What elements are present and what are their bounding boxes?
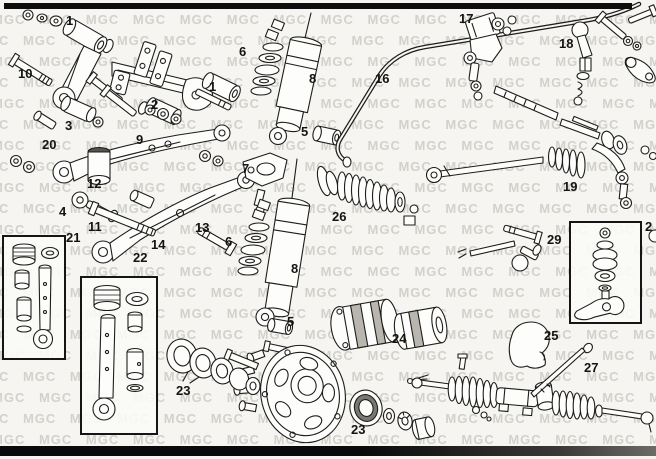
lower-arm-front xyxy=(52,124,231,184)
top-rule-bar xyxy=(4,3,632,9)
watermark-text-row: MGC MGC MGC MGC MGC MGC MGC MGC MGC MGC … xyxy=(0,264,656,279)
bush-1-right xyxy=(201,72,241,103)
part-label-6b: 6 xyxy=(225,234,233,249)
rubber-gaiter-26 xyxy=(316,165,419,226)
part-label-22: 22 xyxy=(133,250,148,265)
part-label-13: 13 xyxy=(195,220,210,235)
washer-pair-left xyxy=(9,154,36,174)
part-label-6a: 6 xyxy=(239,44,247,59)
part-label-10: 10 xyxy=(18,66,33,81)
part-label-24: 24 xyxy=(392,331,407,346)
part-label-27: 27 xyxy=(584,360,599,375)
part-label-3: 3 xyxy=(65,118,73,133)
part-label-9: 9 xyxy=(136,132,144,147)
bump-stop-25 xyxy=(508,321,550,369)
pivot-bolt-11 xyxy=(87,200,156,237)
hub-assembly-24 xyxy=(330,298,448,351)
part-label-18: 18 xyxy=(559,36,574,51)
part-label-8a: 8 xyxy=(309,71,317,86)
drop-link-18 xyxy=(571,10,642,106)
bottom-rule-bar xyxy=(0,446,656,456)
part-label-25: 25 xyxy=(544,328,559,343)
part-label-8b: 8 xyxy=(291,261,299,276)
part-label-5a: 5 xyxy=(301,124,309,139)
part-label-23a: 23 xyxy=(176,383,191,398)
mounting-bracket-17 xyxy=(463,12,517,101)
lever-arm-right xyxy=(624,56,656,84)
part-label-14: 14 xyxy=(151,237,166,252)
wheel-bearing-23 xyxy=(349,374,436,440)
watermark-text-row: MGC MGC MGC MGC MGC MGC MGC MGC MGC MGC … xyxy=(0,306,656,321)
anti-roll-bar xyxy=(335,1,642,168)
part-label-26: 26 xyxy=(332,209,347,224)
watermark-text-row: MGC MGC MGC MGC MGC MGC MGC MGC MGC MGC … xyxy=(0,348,656,363)
part-label-29: 29 xyxy=(547,232,562,247)
bearing-kit-23-left xyxy=(166,338,261,396)
bush-20 xyxy=(87,146,111,186)
bolt-13 xyxy=(197,227,238,257)
washer-stack-6-lower xyxy=(237,198,271,276)
part-label-2b: 2 xyxy=(645,219,653,234)
shock-absorber-upper xyxy=(268,12,323,146)
front-hub xyxy=(223,344,346,444)
part-label-2: 2 xyxy=(151,97,159,112)
part-label-19: 19 xyxy=(563,179,578,194)
part-label-1b: 1 xyxy=(209,79,217,94)
watermark-text-row: MGC MGC MGC MGC MGC MGC MGC MGC MGC MGC … xyxy=(0,285,656,300)
part-label-20: 20 xyxy=(42,137,57,152)
part-label-11: 11 xyxy=(88,219,102,234)
upper-arm-assembly xyxy=(52,18,114,128)
watermark-text-row: MGC MGC MGC MGC MGC MGC MGC MGC MGC MGC … xyxy=(0,432,656,447)
kingpin-kit-21-contents xyxy=(12,243,60,350)
fulcrum-bolt-10 xyxy=(7,52,57,130)
part-label-5b: 5 xyxy=(287,314,295,329)
part-label-21: 21 xyxy=(66,230,81,245)
watermark-text-row: MGC MGC MGC MGC MGC MGC MGC MGC MGC MGC … xyxy=(0,327,656,342)
crossmember-assembly xyxy=(85,41,232,117)
part-label-17: 17 xyxy=(459,11,474,26)
part-label-4: 4 xyxy=(59,204,67,219)
part-label-23b: 23 xyxy=(351,422,366,437)
steering-rack xyxy=(411,342,654,433)
washer-stack-6-upper xyxy=(250,18,286,96)
hardware-nuts-washers xyxy=(22,9,63,27)
part-label-16: 16 xyxy=(375,71,390,86)
kingpin-kit-22-contents xyxy=(92,284,149,421)
spacer-15 xyxy=(129,189,155,209)
tie-rod-29 xyxy=(457,224,543,272)
part-label-1a: 1 xyxy=(66,13,74,28)
tie-rod-end-kit-contents xyxy=(574,227,625,321)
steering-column-19 xyxy=(425,85,656,210)
hardware-9 xyxy=(144,104,224,167)
edge-part-right xyxy=(648,229,656,243)
part-label-7: 7 xyxy=(242,161,250,176)
part-label-12: 12 xyxy=(87,176,102,191)
